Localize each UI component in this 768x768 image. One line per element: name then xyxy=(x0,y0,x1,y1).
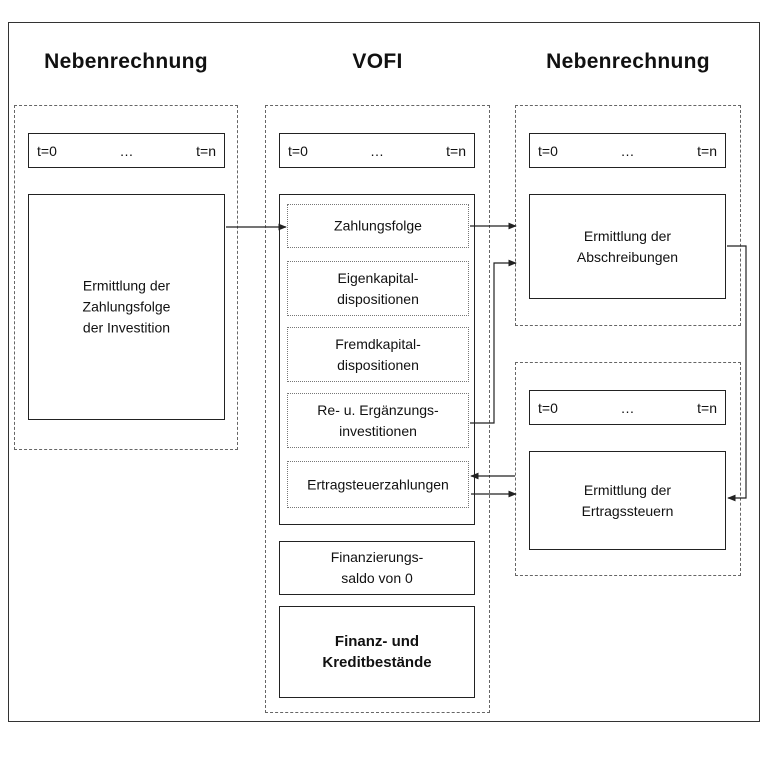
timeline-start: t=0 xyxy=(37,142,57,159)
timeline-ellipsis: … xyxy=(620,399,635,416)
label-line: Abschreibungen xyxy=(576,248,679,265)
label-line: Ermittlung der xyxy=(583,227,672,244)
label-line: Ertragssteuern xyxy=(581,502,674,519)
label-line: Zahlungsfolge xyxy=(334,217,422,234)
diagram-frame xyxy=(8,22,760,722)
label-line: der Investition xyxy=(82,319,171,336)
heading-center: VOFI xyxy=(352,50,403,73)
timeline-ellipsis: … xyxy=(370,142,384,159)
item-label: Zahlungsfolge xyxy=(288,216,468,237)
item-label: Ertragsteuerzahlungen xyxy=(288,474,468,495)
item-ertragsteuerzahlungen: Ertragsteuerzahlungen xyxy=(287,461,469,508)
timeline-end: t=n xyxy=(446,142,466,159)
label-line: dispositionen xyxy=(337,356,419,373)
label-line: Ermittlung der xyxy=(82,277,171,294)
timeline-left: t=0 … t=n xyxy=(28,133,225,168)
item-zahlungsfolge: Zahlungsfolge xyxy=(287,204,469,248)
timeline-end: t=n xyxy=(196,142,216,159)
label-line: dispositionen xyxy=(337,290,419,307)
timeline-center: t=0 … t=n xyxy=(279,133,475,168)
heading-right: Nebenrechnung xyxy=(546,50,710,73)
box-finanzierungssaldo: Finanzierungs-saldo von 0 xyxy=(279,541,475,595)
label-line: investitionen xyxy=(339,422,417,439)
label-line: Fremdkapital- xyxy=(335,335,421,352)
label-line: Re- u. Ergänzungs- xyxy=(317,401,439,418)
left-panel xyxy=(14,105,238,450)
label-line: Finanz- und xyxy=(334,633,420,650)
timeline-end: t=n xyxy=(697,142,717,159)
timeline-end: t=n xyxy=(697,399,717,416)
item-label: Re- u. Ergänzungs-investitionen xyxy=(288,400,468,442)
item-ergaenzungsinvestitionen: Re- u. Ergänzungs-investitionen xyxy=(287,393,469,448)
timeline-ellipsis: … xyxy=(119,142,134,159)
label-line: Ertragsteuerzahlungen xyxy=(307,476,449,492)
label-line: Eigenkapital- xyxy=(337,269,419,286)
timeline-start: t=0 xyxy=(288,142,308,159)
label-line: Ermittlung der xyxy=(583,481,672,498)
timeline-start: t=0 xyxy=(538,399,558,416)
right-top-panel xyxy=(515,105,741,326)
timeline-right-bottom: t=0 … t=n xyxy=(529,390,726,425)
timeline-start: t=0 xyxy=(538,142,558,159)
item-eigenkapitaldispositionen: Eigenkapital-dispositionen xyxy=(287,261,469,316)
label-line: Zahlungsfolge xyxy=(82,298,171,315)
item-fremdkapitaldispositionen: Fremdkapital-dispositionen xyxy=(287,327,469,382)
item-label: Eigenkapital-dispositionen xyxy=(288,268,468,310)
box-label: Finanzierungs-saldo von 0 xyxy=(280,547,474,589)
label-line: saldo von 0 xyxy=(341,570,413,586)
label-line: Finanzierungs- xyxy=(330,549,424,565)
timeline-ellipsis: … xyxy=(620,142,635,159)
heading-left: Nebenrechnung xyxy=(44,50,208,73)
item-label: Fremdkapital-dispositionen xyxy=(288,334,468,376)
timeline-right-top: t=0 … t=n xyxy=(529,133,726,168)
label-line: Kreditbestände xyxy=(322,654,432,671)
